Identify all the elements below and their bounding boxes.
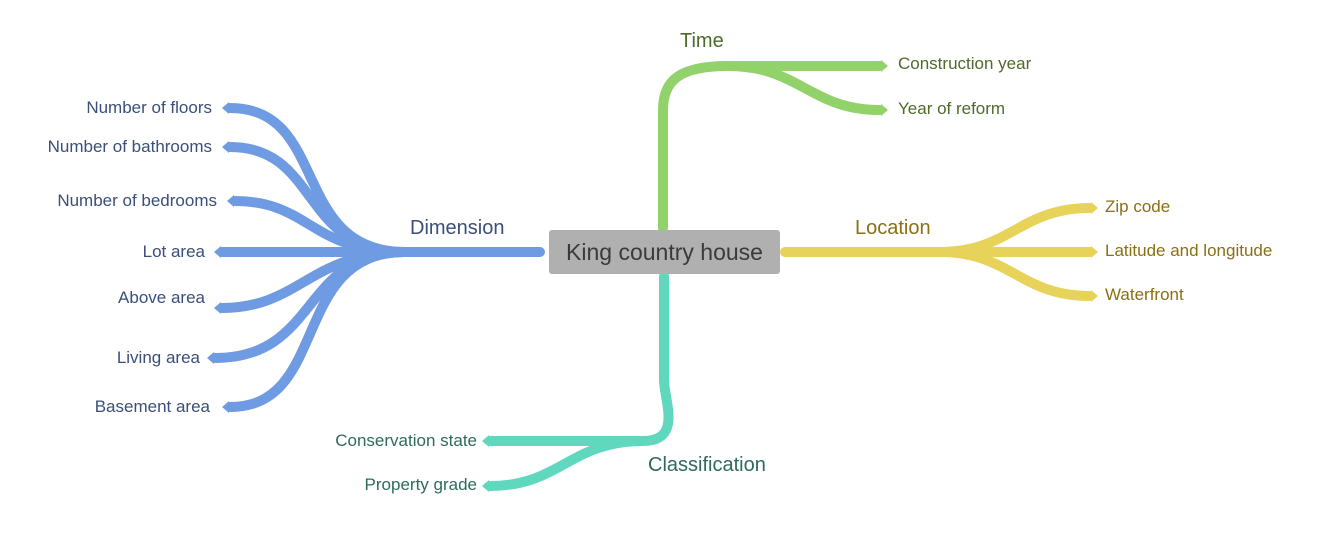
topic-year-of-reform[interactable]: Year of reform [898, 99, 1006, 118]
topic-number-of-bathrooms[interactable]: Number of bathrooms [47, 137, 212, 156]
time-connectors [658, 61, 885, 233]
topic-zip-code[interactable]: Zip code [1105, 197, 1171, 216]
topic-number-of-bedrooms[interactable]: Number of bedrooms [57, 191, 217, 210]
tip-property-grade [482, 480, 489, 492]
tip-basement-area [222, 401, 229, 413]
tip-number-of-bedrooms [227, 195, 234, 207]
tip-year-of-reform [881, 104, 888, 116]
tip-number-of-floors [222, 102, 229, 114]
tip-latitude-and-longitude [1091, 246, 1098, 258]
branch-classification-label[interactable]: Classification [648, 454, 766, 476]
tip-construction-year [881, 60, 888, 72]
time-trunk [658, 61, 733, 233]
tip-lot-area [214, 246, 221, 258]
connector-waterfront [935, 247, 1095, 301]
tip-number-of-bathrooms [222, 141, 229, 153]
central-topic[interactable]: King country house [549, 230, 780, 274]
topic-latitude-and-longitude[interactable]: Latitude and longitude [1105, 241, 1273, 260]
topic-conservation-state[interactable]: Conservation state [335, 431, 477, 450]
topic-construction-year[interactable]: Construction year [898, 54, 1032, 73]
topic-property-grade[interactable]: Property grade [364, 475, 477, 494]
topic-number-of-floors[interactable]: Number of floors [86, 98, 212, 117]
tip-above-area [214, 302, 221, 314]
tip-zip-code [1091, 202, 1098, 214]
topic-waterfront[interactable]: Waterfront [1105, 285, 1184, 304]
central-topic-label: King country house [566, 238, 763, 265]
branch-location-label[interactable]: Location [855, 217, 931, 239]
connector-basement-area [225, 247, 410, 412]
topic-basement-area[interactable]: Basement area [94, 397, 210, 416]
tip-living-area [207, 352, 214, 364]
topic-above-area[interactable]: Above area [118, 288, 205, 307]
connector-year-of-reform [723, 61, 885, 115]
tip-conservation-state [482, 435, 489, 447]
classification-connectors [485, 271, 674, 491]
classification-trunk [638, 271, 674, 446]
topic-lot-area[interactable]: Lot area [142, 242, 205, 261]
topic-living-area[interactable]: Living area [116, 348, 200, 367]
connector-zip-code [935, 203, 1095, 257]
location-connectors [780, 203, 1095, 301]
branch-dimension-label[interactable]: Dimension [410, 217, 505, 239]
tip-waterfront [1091, 290, 1098, 302]
connector-property-grade [485, 436, 648, 491]
dimension-connectors [210, 103, 545, 412]
branch-time-label[interactable]: Time [680, 30, 724, 52]
arrow-tips [207, 60, 1098, 492]
